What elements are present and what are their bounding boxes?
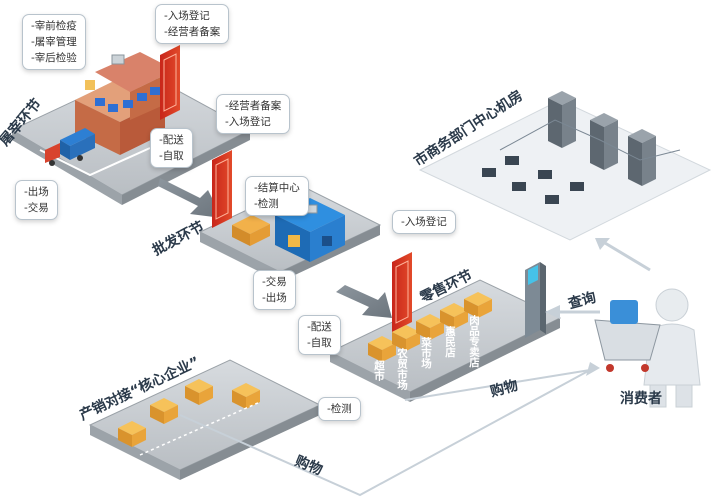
core-enterprise-shops: [118, 379, 261, 456]
retail-platform: [328, 279, 562, 402]
retail-entry-door: [392, 252, 412, 332]
delivery-bubble-2: -配送 -自取: [298, 315, 341, 355]
server-rack-icon: [628, 129, 656, 186]
shop-label-supermarket: 超市: [373, 360, 385, 381]
server-rack-icon: [590, 113, 618, 170]
shopping-cart-icon: [594, 300, 661, 372]
shop-icon: [368, 336, 396, 362]
shop-icon: [440, 303, 468, 329]
shop-icon: [150, 398, 178, 424]
shop-label-huimin-store: 惠民店: [444, 326, 456, 358]
wholesale-exit-bubble: -交易 -出场: [253, 270, 296, 310]
shop-icon: [392, 325, 420, 351]
purchase-flow-lines: [179, 362, 600, 497]
retail-entry-bubble: -入场登记: [392, 210, 456, 234]
upward-arrow: [595, 238, 651, 272]
wholesale-center-bubble: -结算中心 -检测: [245, 176, 309, 216]
shop-icon: [464, 292, 492, 318]
shop-label-farmers-market: 农贸市场: [396, 348, 408, 390]
datacenter-platform: [418, 99, 712, 241]
arrow-slaughter-to-wholesale: [158, 178, 222, 218]
wholesale-entry-door: [212, 150, 232, 228]
wholesale-entry-bubble: -经营者备案 -入场登记: [216, 94, 291, 134]
retail-shops: [368, 292, 492, 362]
query-kiosk-icon: [525, 262, 546, 338]
shop-icon: [118, 421, 146, 447]
server-rack-icons: [548, 91, 656, 186]
slaughter-entry-bubble: -入场登记 -经营者备案: [155, 4, 230, 44]
server-rack-icon: [548, 91, 576, 148]
delivery-bubble-1: -配送 -自取: [150, 128, 193, 168]
core-platform: [88, 359, 322, 480]
consumer-label: 消费者: [620, 391, 662, 407]
slaughter-process-bubble: -宰前检疫 -屠宰管理 -宰后检验: [22, 14, 86, 70]
query-arrow: [545, 305, 600, 319]
workstation-icons: [482, 119, 681, 204]
retail-test-bubble: -检测: [318, 397, 361, 421]
shop-icon: [185, 379, 213, 405]
shop-icon: [232, 383, 260, 409]
slaughter-exit-bubble: -出场 -交易: [15, 180, 58, 220]
shop-label-meat-store: 肉品专卖店: [468, 315, 480, 368]
shop-icon: [416, 314, 444, 340]
slaughter-entry-door: [160, 45, 180, 120]
truck-icon: [45, 128, 95, 166]
arrow-wholesale-to-retail: [336, 285, 392, 318]
shop-label-vegetable-market: 菜市场: [420, 337, 432, 369]
consumer-figure: [643, 288, 701, 408]
